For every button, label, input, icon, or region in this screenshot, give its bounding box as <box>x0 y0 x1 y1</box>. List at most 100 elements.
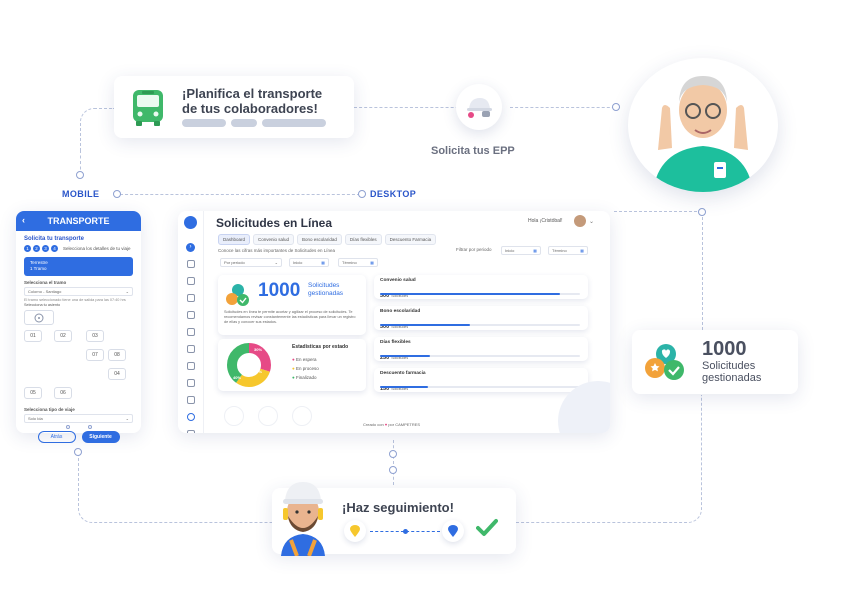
progress-track <box>380 386 580 388</box>
mobile-label: MOBILE <box>62 189 100 199</box>
filter-end-date[interactable]: Término▦ <box>548 246 588 255</box>
connector-node <box>389 450 397 458</box>
decorative-circle <box>224 406 244 426</box>
greeting: Hola ¡Cristóbal! <box>528 218 563 224</box>
worker-avatar <box>271 470 335 558</box>
mobile-title: TRANSPORTE <box>47 216 110 226</box>
seat[interactable]: 01 <box>24 330 42 342</box>
seat[interactable]: 05 <box>24 387 42 399</box>
shield-icon[interactable] <box>186 430 195 433</box>
filter-label: Filtrar por periodo <box>456 247 492 252</box>
avatar[interactable] <box>574 215 586 227</box>
legend-waiting-label: En espera <box>295 357 317 362</box>
filter-end-value: Término <box>552 248 567 253</box>
connector-node <box>612 103 620 111</box>
period-end-date[interactable]: Término ▦ <box>338 258 378 267</box>
stat-label-1: Solicitudes <box>702 360 756 372</box>
user-icon[interactable] <box>186 294 195 302</box>
stat-label-2: gestionadas <box>702 372 762 384</box>
category-value: 300 <box>380 293 390 299</box>
route-segments: 1 Tramo <box>30 265 47 271</box>
mobile-heading: Solicita tu transporte <box>24 236 85 242</box>
donut-label: 40% <box>233 375 242 380</box>
seat[interactable]: 02 <box>54 330 72 342</box>
progress-dot <box>403 529 408 534</box>
chevron-down-icon[interactable]: ⌄ <box>589 219 595 225</box>
star-icon[interactable] <box>186 396 195 404</box>
seat[interactable]: 07 <box>86 349 104 361</box>
tab-convenio-salud[interactable]: Convenio salud <box>253 234 295 245</box>
logo-icon <box>184 216 197 229</box>
seat[interactable]: 06 <box>54 387 72 399</box>
calendar-icon[interactable] <box>186 379 195 387</box>
image-icon[interactable] <box>186 311 195 319</box>
heart-icon: ♥ <box>384 422 388 427</box>
page-title: Solicitudes en Línea <box>216 216 333 230</box>
tab-dias-flexibles[interactable]: Días flexibles <box>344 234 382 245</box>
tramo-hint: El tramo seleccionado tiene una de salid… <box>24 298 126 302</box>
folder-icon[interactable] <box>186 345 195 353</box>
id-card-icon[interactable] <box>186 328 195 336</box>
period-start-date[interactable]: Inicio▦ <box>289 258 329 267</box>
seat[interactable]: 03 <box>86 330 104 342</box>
bell-icon[interactable] <box>186 362 195 370</box>
home-icon[interactable] <box>186 260 195 268</box>
progress-fill <box>380 324 470 326</box>
legend-waiting: ● En espera <box>292 357 317 362</box>
period-end-value: Término <box>342 260 357 265</box>
calendar-icon: ▦ <box>370 260 374 265</box>
tab-descuento-farmacia[interactable]: Descuento Farmacia <box>384 234 437 245</box>
category-unit: Solicitudes <box>391 325 409 329</box>
legend-process-label: En proceso <box>295 366 319 371</box>
tramo-select[interactable]: Colorno - Santiago⌄ <box>24 287 133 296</box>
trip-type-select[interactable]: Solo Ida⌄ <box>24 414 133 423</box>
tab-dashboard[interactable]: Dashboard <box>218 234 251 245</box>
progress-track <box>380 355 580 357</box>
total-label-1: Solicitudes <box>308 282 340 289</box>
decorative-circle <box>258 406 278 426</box>
helmet-icon <box>456 84 502 130</box>
connector-node <box>113 190 121 198</box>
donut-label: 30% <box>254 347 263 352</box>
category-value: 250 <box>380 355 390 361</box>
route-option[interactable]: Terrestre 1 Tramo <box>24 257 133 276</box>
mobile-header: ‹ TRANSPORTE <box>16 211 141 231</box>
connector-node <box>66 425 70 429</box>
seat[interactable]: 04 <box>108 368 126 380</box>
progress-fill <box>380 293 560 295</box>
total-number: 1000 <box>258 280 301 301</box>
calendar-icon: ▦ <box>533 248 537 253</box>
step-dot: 3 <box>42 245 49 252</box>
tab-bono-escolaridad[interactable]: Bono escolaridad <box>297 234 342 245</box>
category-name: Bono escolaridad <box>380 309 421 314</box>
steps-text: Selecciona los detalles de tu viaje <box>63 246 131 251</box>
back-button[interactable]: Atrás <box>37 431 76 443</box>
period-select[interactable]: Por periodo⌄ <box>220 258 282 267</box>
transport-title-line1: ¡Planifica el transporte <box>182 86 323 101</box>
back-arrow-icon[interactable]: ‹ <box>22 215 25 225</box>
plus-icon[interactable] <box>186 413 195 421</box>
mobile-app-mockup: ‹ TRANSPORTE Solicita tu transporte 1 2 … <box>16 211 141 443</box>
next-button[interactable]: Siguiente <box>81 431 120 443</box>
donut-segment-process <box>227 343 271 387</box>
progress-track <box>380 293 580 295</box>
donut-segment-done <box>227 343 271 387</box>
tab-bar: Dashboard Convenio salud Bono escolarida… <box>218 234 439 245</box>
checkmark-icon <box>476 518 498 543</box>
step-dot: 4 <box>51 245 58 252</box>
bus-icon <box>130 88 166 133</box>
filter-start-date[interactable]: Inicio ▦ <box>501 246 541 255</box>
expand-icon[interactable]: › <box>186 243 195 252</box>
connector-node <box>88 425 92 429</box>
footer-post: por CAMPETRES <box>388 422 421 427</box>
filter-start-value: Inicio <box>505 248 515 253</box>
doctor-avatar <box>628 58 778 192</box>
seat[interactable]: 08 <box>108 349 126 361</box>
users-icon[interactable] <box>186 277 195 285</box>
category-value: 150 <box>380 386 390 392</box>
legend-done-label: Finalizado <box>295 375 317 380</box>
